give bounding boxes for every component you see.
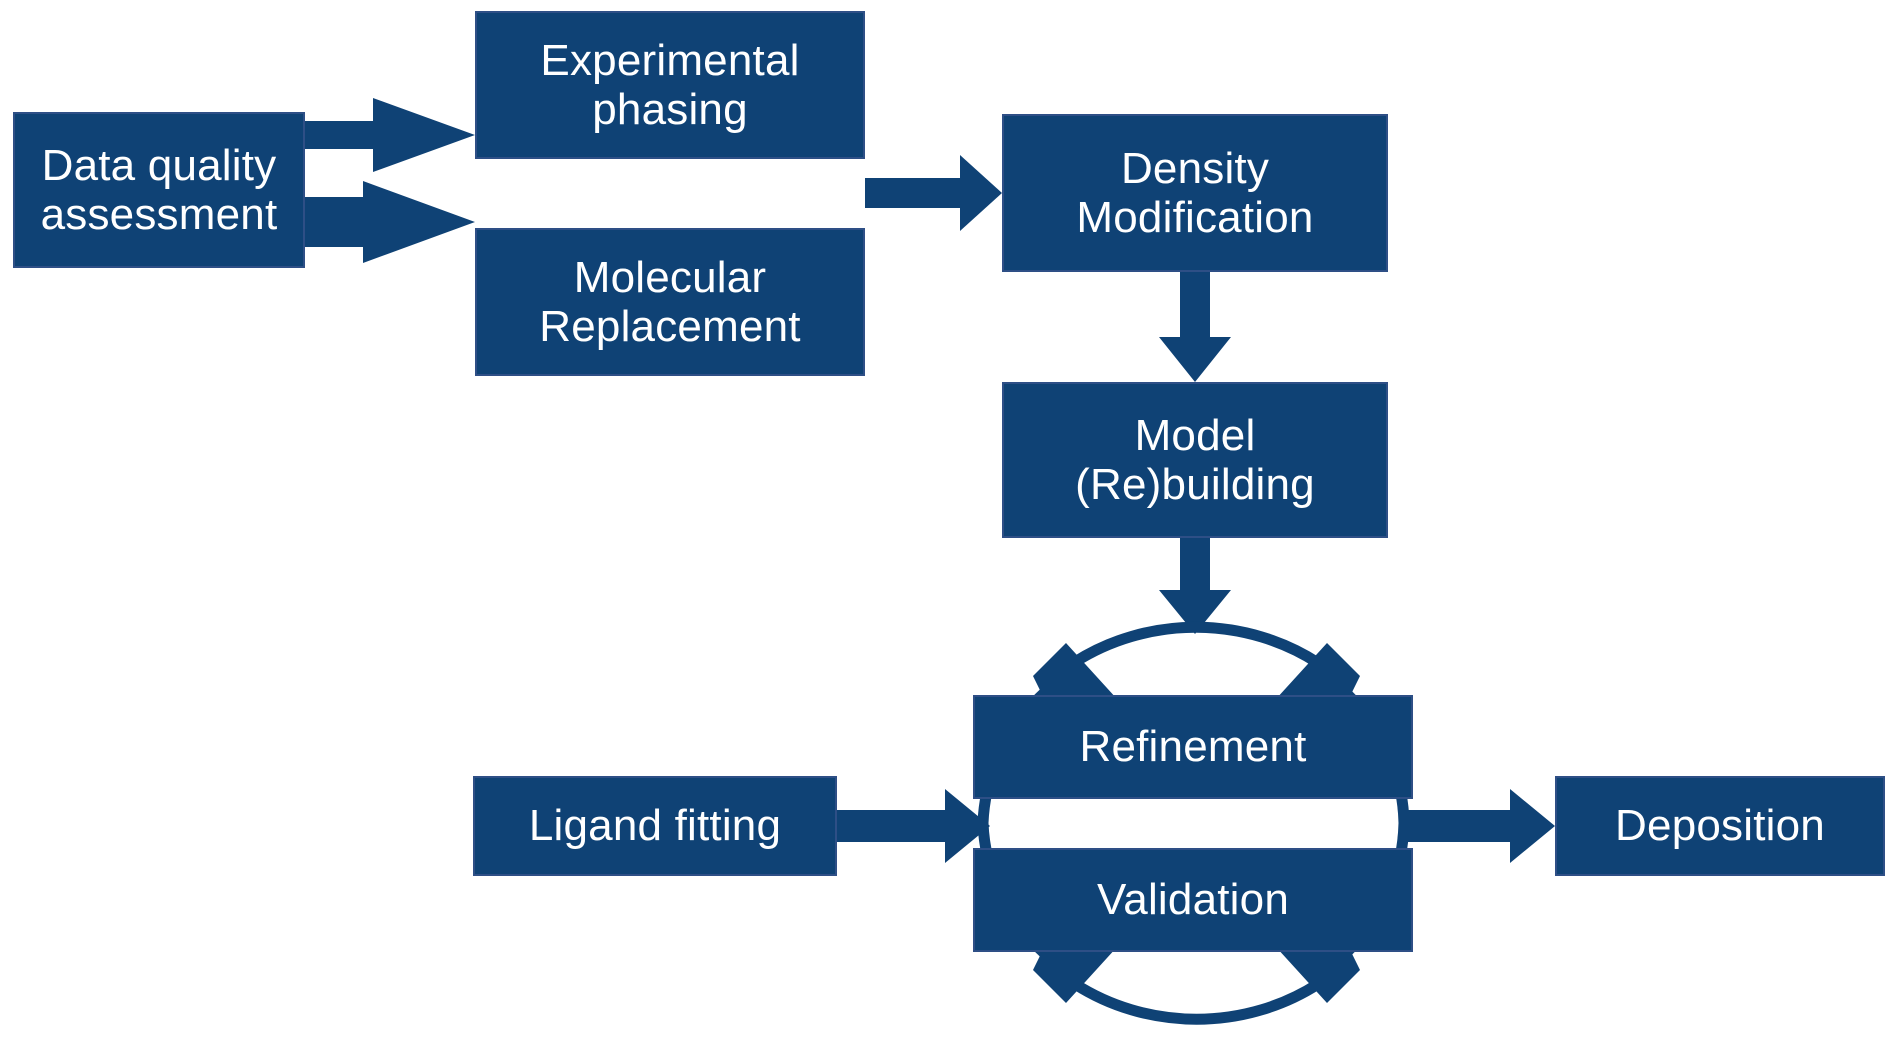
node-data-quality-assessment[interactable]: Data quality assessment: [13, 112, 305, 268]
node-experimental-phasing[interactable]: Experimental phasing: [475, 11, 865, 159]
arrow-cycle-to-deposition: [1400, 789, 1555, 863]
node-label: Validation: [1097, 875, 1289, 925]
arrow-data-quality-to-experimental-phasing: [305, 98, 475, 172]
arrow-density-modification-to-model-rebuilding: [1159, 272, 1231, 382]
node-density-modification[interactable]: Density Modification: [1002, 114, 1388, 272]
node-refinement[interactable]: Refinement: [973, 695, 1413, 799]
node-validation[interactable]: Validation: [973, 848, 1413, 952]
arrow-phasing-to-density-modification: [865, 155, 1002, 231]
node-label: Density Modification: [1076, 143, 1314, 242]
node-label: Experimental phasing: [540, 35, 800, 134]
node-molecular-replacement[interactable]: Molecular Replacement: [475, 228, 865, 376]
node-model-rebuilding[interactable]: Model (Re)building: [1002, 382, 1388, 538]
node-label: Model (Re)building: [1075, 410, 1315, 509]
cycle-ring-refinement-validation: [977, 621, 1410, 1025]
node-label: Ligand fitting: [528, 801, 782, 851]
node-ligand-fitting[interactable]: Ligand fitting: [473, 776, 837, 876]
node-label: Deposition: [1615, 801, 1825, 851]
node-label: Data quality assessment: [40, 140, 278, 239]
arrow-ligand-fitting-to-cycle: [837, 789, 990, 863]
node-deposition[interactable]: Deposition: [1555, 776, 1885, 876]
arrow-model-rebuilding-to-cycle: [1159, 538, 1231, 634]
node-label: Refinement: [1079, 722, 1307, 772]
node-label: Molecular Replacement: [539, 252, 801, 351]
arrow-data-quality-to-molecular-replacement: [305, 181, 475, 263]
